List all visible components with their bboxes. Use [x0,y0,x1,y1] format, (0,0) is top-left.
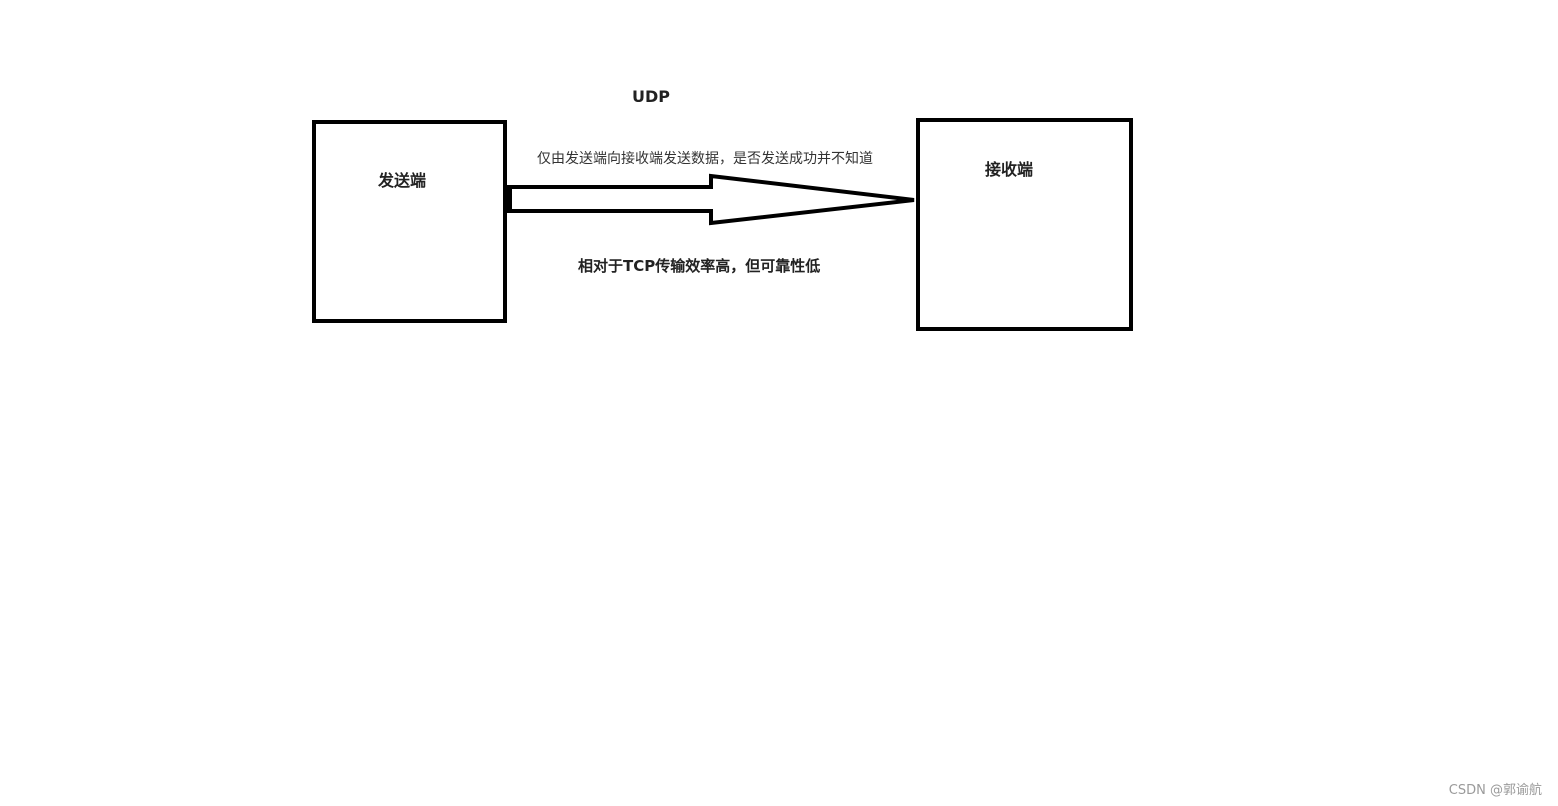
sender-box [312,120,507,323]
receiver-label: 接收端 [985,160,1034,179]
transfer-arrow-shape [506,173,915,226]
receiver-box [916,118,1133,331]
flow-description: 仅由发送端向接收端发送数据，是否发送成功并不知道 [537,151,873,167]
transfer-arrow-tail [508,187,512,211]
sender-label: 发送端 [378,171,427,190]
protocol-title: UDP [632,87,670,106]
comparison-note: 相对于TCP传输效率高，但可靠性低 [578,257,821,275]
watermark: CSDN @郭谕航 [1448,783,1542,798]
